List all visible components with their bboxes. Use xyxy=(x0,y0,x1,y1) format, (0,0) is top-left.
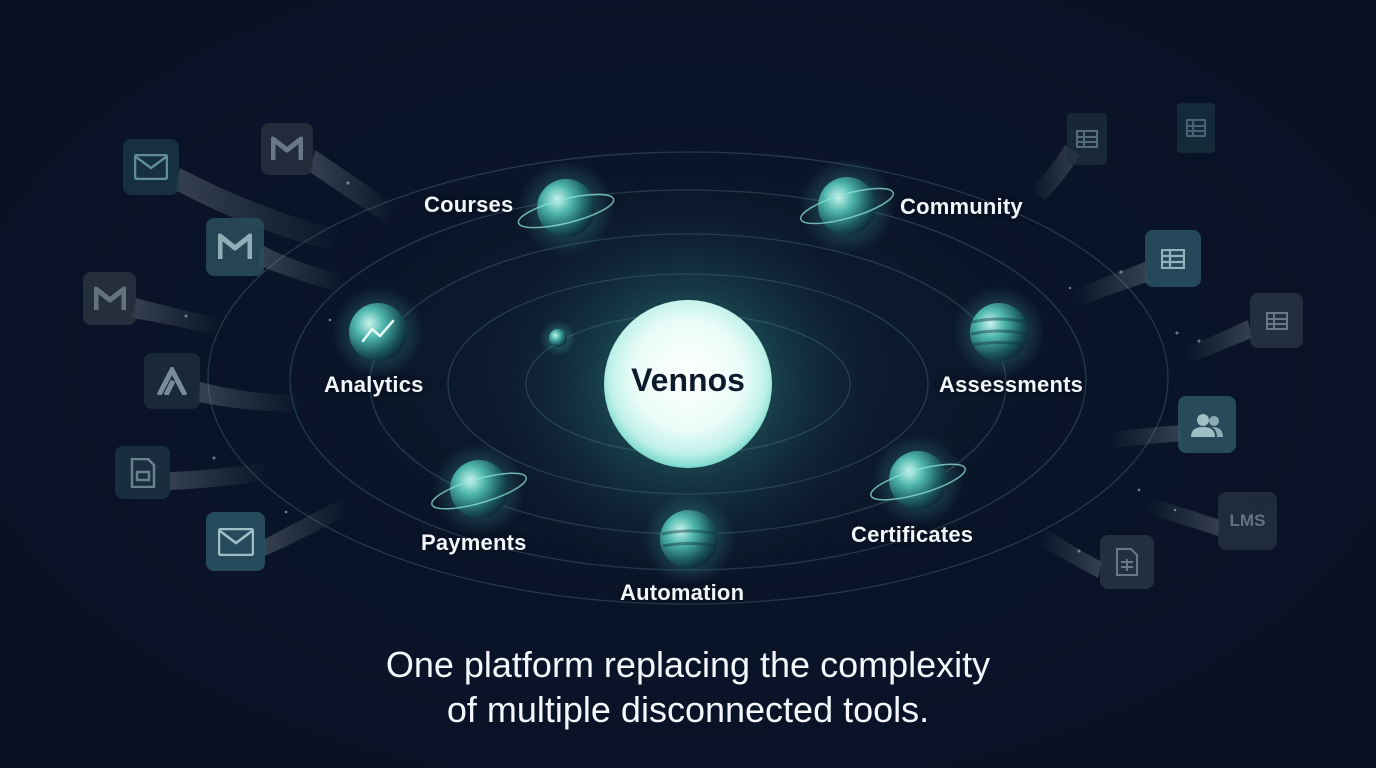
spreadsheet-icon xyxy=(1067,113,1107,165)
feature-label-automation: Automation xyxy=(620,580,745,605)
hub-core xyxy=(604,300,772,468)
gmail-icon xyxy=(83,272,136,325)
planet-payments xyxy=(431,443,527,535)
planet-automation xyxy=(643,493,735,585)
lms-icon: LMS xyxy=(1218,492,1277,550)
lms-label: LMS xyxy=(1229,511,1266,530)
spreadsheet-icon xyxy=(1100,535,1154,589)
planet-analytics xyxy=(332,286,424,378)
spreadsheet-icon xyxy=(1145,230,1201,287)
left-tool-trails xyxy=(132,150,395,556)
tagline: One platform replacing the complexity of… xyxy=(188,642,1188,732)
gmail-icon xyxy=(261,123,313,175)
planet-courses xyxy=(517,160,615,256)
star-dots xyxy=(184,181,1201,553)
tagline-line-2: of multiple disconnected tools. xyxy=(446,689,930,730)
mail-icon xyxy=(206,512,265,571)
planet-assessments xyxy=(953,286,1045,378)
tagline-line-1: One platform replacing the complexity xyxy=(385,644,991,685)
gmail-icon xyxy=(206,218,264,276)
moon xyxy=(549,329,567,347)
spreadsheet-icon xyxy=(1250,293,1303,348)
form-icon xyxy=(115,446,170,499)
feature-label-analytics: Analytics xyxy=(324,372,424,397)
people-icon xyxy=(1178,396,1236,453)
planet-community xyxy=(799,158,895,254)
mail-icon xyxy=(123,139,179,195)
feature-label-payments: Payments xyxy=(421,530,527,555)
orbit-ring-5 xyxy=(207,151,1169,605)
trend-icon xyxy=(361,319,395,343)
hub-label: Vennos xyxy=(631,362,745,398)
arrow-logo-icon xyxy=(144,353,200,409)
feature-label-assessments: Assessments xyxy=(939,372,1084,397)
planet-certificates xyxy=(870,434,966,526)
feature-label-courses: Courses xyxy=(424,192,514,217)
feature-label-certificates: Certificates xyxy=(851,522,974,547)
feature-label-community: Community xyxy=(900,194,1023,219)
spreadsheet-icon xyxy=(1177,103,1215,153)
